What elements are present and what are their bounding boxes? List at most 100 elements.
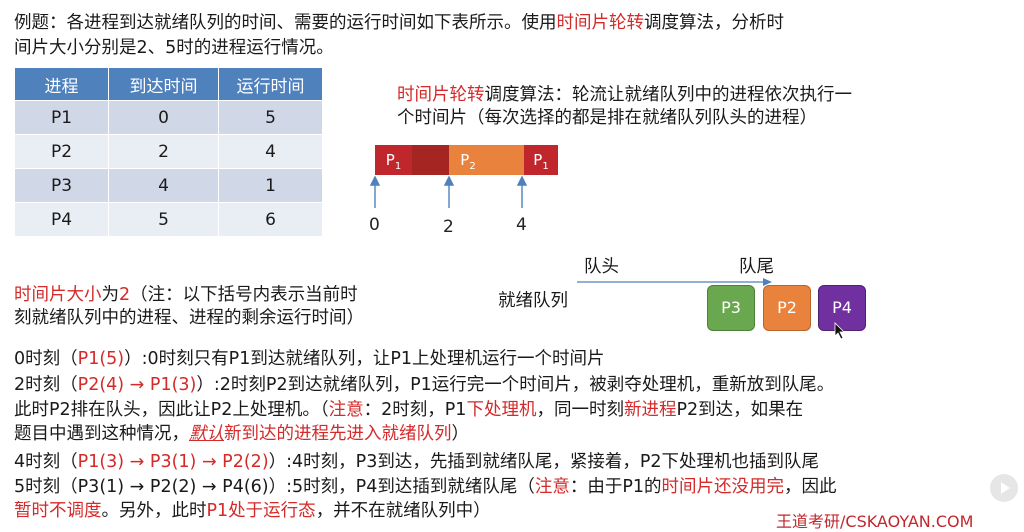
step-text: 2时刻（ [14,375,78,395]
step-queue: P1(5) [77,349,125,369]
gantt-block: P1 [524,145,558,175]
rr-desc-line-1: 时间片轮转调度算法：轮流让就绪队列中的进程依次执行一 [397,84,852,107]
table-cell: 4 [218,134,323,169]
step-text: ）:4时刻，P3到达，先插到就绪队尾，紧接着，P2下处理机也插到队尾 [268,452,820,472]
step-queue: P2(4) → P1(3) [77,375,197,395]
step-highlight: 注意 [534,477,570,497]
table-cell: 1 [218,168,323,203]
step-text: ，并不在就绪队列中） [315,501,491,521]
table-cell: 5 [108,202,219,237]
gantt-block [487,145,524,175]
process-table: 进程 到达时间 运行时间 P1 0 5 P2 2 4 P3 4 1 P4 5 6 [14,67,323,237]
queue-item: P3 [707,285,755,331]
step-text: 题目中遇到这种情况， [14,424,189,444]
step-text: ，因此 [784,477,837,497]
mouse-cursor-icon [834,322,845,340]
gantt-label: P [460,151,470,169]
gantt-block: P2 [449,145,487,175]
step-text: ：2时刻，P1 [363,400,467,420]
step-highlight: 下处理机 [466,400,537,420]
step-highlight: 注意 [328,400,364,420]
table-header-row: 进程 到达时间 运行时间 [14,67,323,101]
step-queue: P1(3) → P3(1) → P2(2) [77,452,269,472]
queue-item: P2 [763,285,811,331]
rr-highlight: 时间片轮转 [397,85,485,105]
step-text: ） [451,424,470,444]
rr-desc-line-2: 个时间片（每次选择的都是排在就绪队列队头的进程） [397,108,817,128]
arrow-up-icon [443,176,455,186]
step-0: 0时刻（P1(5)）:0时刻只有P1到达就绪队列，让P1上处理机运行一个时间片 [14,348,605,371]
table-header: 进程 [14,67,109,101]
table-cell: 6 [218,202,323,237]
table-header: 到达时间 [108,67,219,101]
slice-value: 2 [119,285,131,305]
problem-text: 例题：各进程到达就绪队列的时间、需要的运行时间如下表所示。使用 [14,13,557,33]
queue-tail-label: 队尾 [739,257,774,277]
step-5: 5时刻（P3(1) → P2(2) → P4(6)）:5时刻，P4到达插到就绪队… [14,476,837,499]
gantt-sub: 1 [394,161,402,172]
queue-name: 就绪队列 [498,291,568,311]
table-row: P2 2 4 [14,134,323,169]
problem-line-2: 间片大小分别是2、5时的进程运行情况。 [14,38,334,58]
slice-text: 为 [101,285,120,305]
gantt-sub: 1 [542,161,549,172]
table-cell: 4 [108,168,219,203]
play-icon [1001,482,1010,494]
gantt-tick: 0 [369,215,380,235]
queue-head-label: 队头 [584,257,619,277]
table-header: 运行时间 [218,67,323,101]
step-text: 4时刻（ [14,452,78,472]
step-text: P2到达，如果在 [676,400,804,420]
gantt-block: P1 [375,145,412,175]
arrow-up-icon [516,176,528,186]
table-cell: P3 [14,168,109,203]
gantt-arrows [369,176,528,208]
problem-text: 调度算法，分析时 [644,13,784,33]
step-5-cont: 暂时不调度。另外，此时P1处于运行态，并不在就绪队列中） [14,500,491,523]
step-text: ）:0时刻只有P1到达就绪队列，让P1上处理机运行一个时间片 [124,349,605,369]
table-cell: P2 [14,134,109,169]
step-text: ）:2时刻P2到达就绪队列，P1运行完一个时间片，被剥夺处理机，重新放到队尾。 [196,375,835,395]
slice-note-line-2: 刻就绪队列中的进程、进程的剩余运行时间） [14,308,364,328]
table-cell: 2 [108,134,219,169]
gantt-block [412,145,449,175]
step-highlight: 新到达的进程先进入就绪队列 [224,424,452,444]
table-row: P3 4 1 [14,168,323,203]
table-row: P4 5 6 [14,202,323,237]
arrow-up-icon [369,176,381,186]
play-button[interactable] [990,474,1018,502]
slice-highlight: 时间片大小 [14,285,102,305]
table-row: P1 0 5 [14,100,323,135]
rr-text: 调度算法：轮流让就绪队列中的进程依次执行一 [484,85,853,105]
step-2-cont: 此时P2排在队头，因此让P2上处理机。（注意：2时刻，P1下处理机，同一时刻新进… [14,399,803,422]
watermark: 王道考研/CSKAOYAN.COM [776,512,974,531]
problem-line-1: 例题：各进程到达就绪队列的时间、需要的运行时间如下表所示。使用时间片轮转调度算法… [14,12,784,35]
queue-direction-arrow-icon [577,278,772,286]
step-4: 4时刻（P1(3) → P3(1) → P2(2)）:4时刻，P3到达，先插到就… [14,451,819,474]
gantt-sub: 2 [469,161,476,172]
step-2: 2时刻（P2(4) → P1(3)）:2时刻P2到达就绪队列，P1运行完一个时间… [14,374,834,397]
step-text: 0时刻（ [14,349,78,369]
table-cell: 0 [108,100,219,135]
step-2-cont-2: 题目中遇到这种情况，默认新到达的进程先进入就绪队列） [14,423,469,446]
gantt-tick: 4 [516,215,527,235]
step-text: ：由于P1的 [569,477,662,497]
table-cell: P4 [14,202,109,237]
table-cell: 5 [218,100,323,135]
step-text: 。另外，此时 [101,501,207,521]
step-text: 此时P2排在队头，因此让P2上处理机。（ [14,400,329,420]
table-cell: P1 [14,100,109,135]
gantt-label: P [533,151,543,169]
step-highlight: 时间片还没用完 [661,477,785,497]
step-highlight: 默认 [189,424,224,444]
slice-text: （注：以下括号内表示当前时 [130,285,358,305]
slice-note-line-1: 时间片大小为2（注：以下括号内表示当前时 [14,284,358,307]
gantt-tick: 2 [443,217,454,237]
step-highlight: P1处于运行态 [206,501,316,521]
step-highlight: 新进程 [623,400,677,420]
problem-highlight: 时间片轮转 [556,13,645,33]
gantt-label: P [385,151,395,169]
step-text: ，同一时刻 [536,400,624,420]
step-highlight: 暂时不调度 [14,501,102,521]
queue-item: P4 [818,285,866,331]
